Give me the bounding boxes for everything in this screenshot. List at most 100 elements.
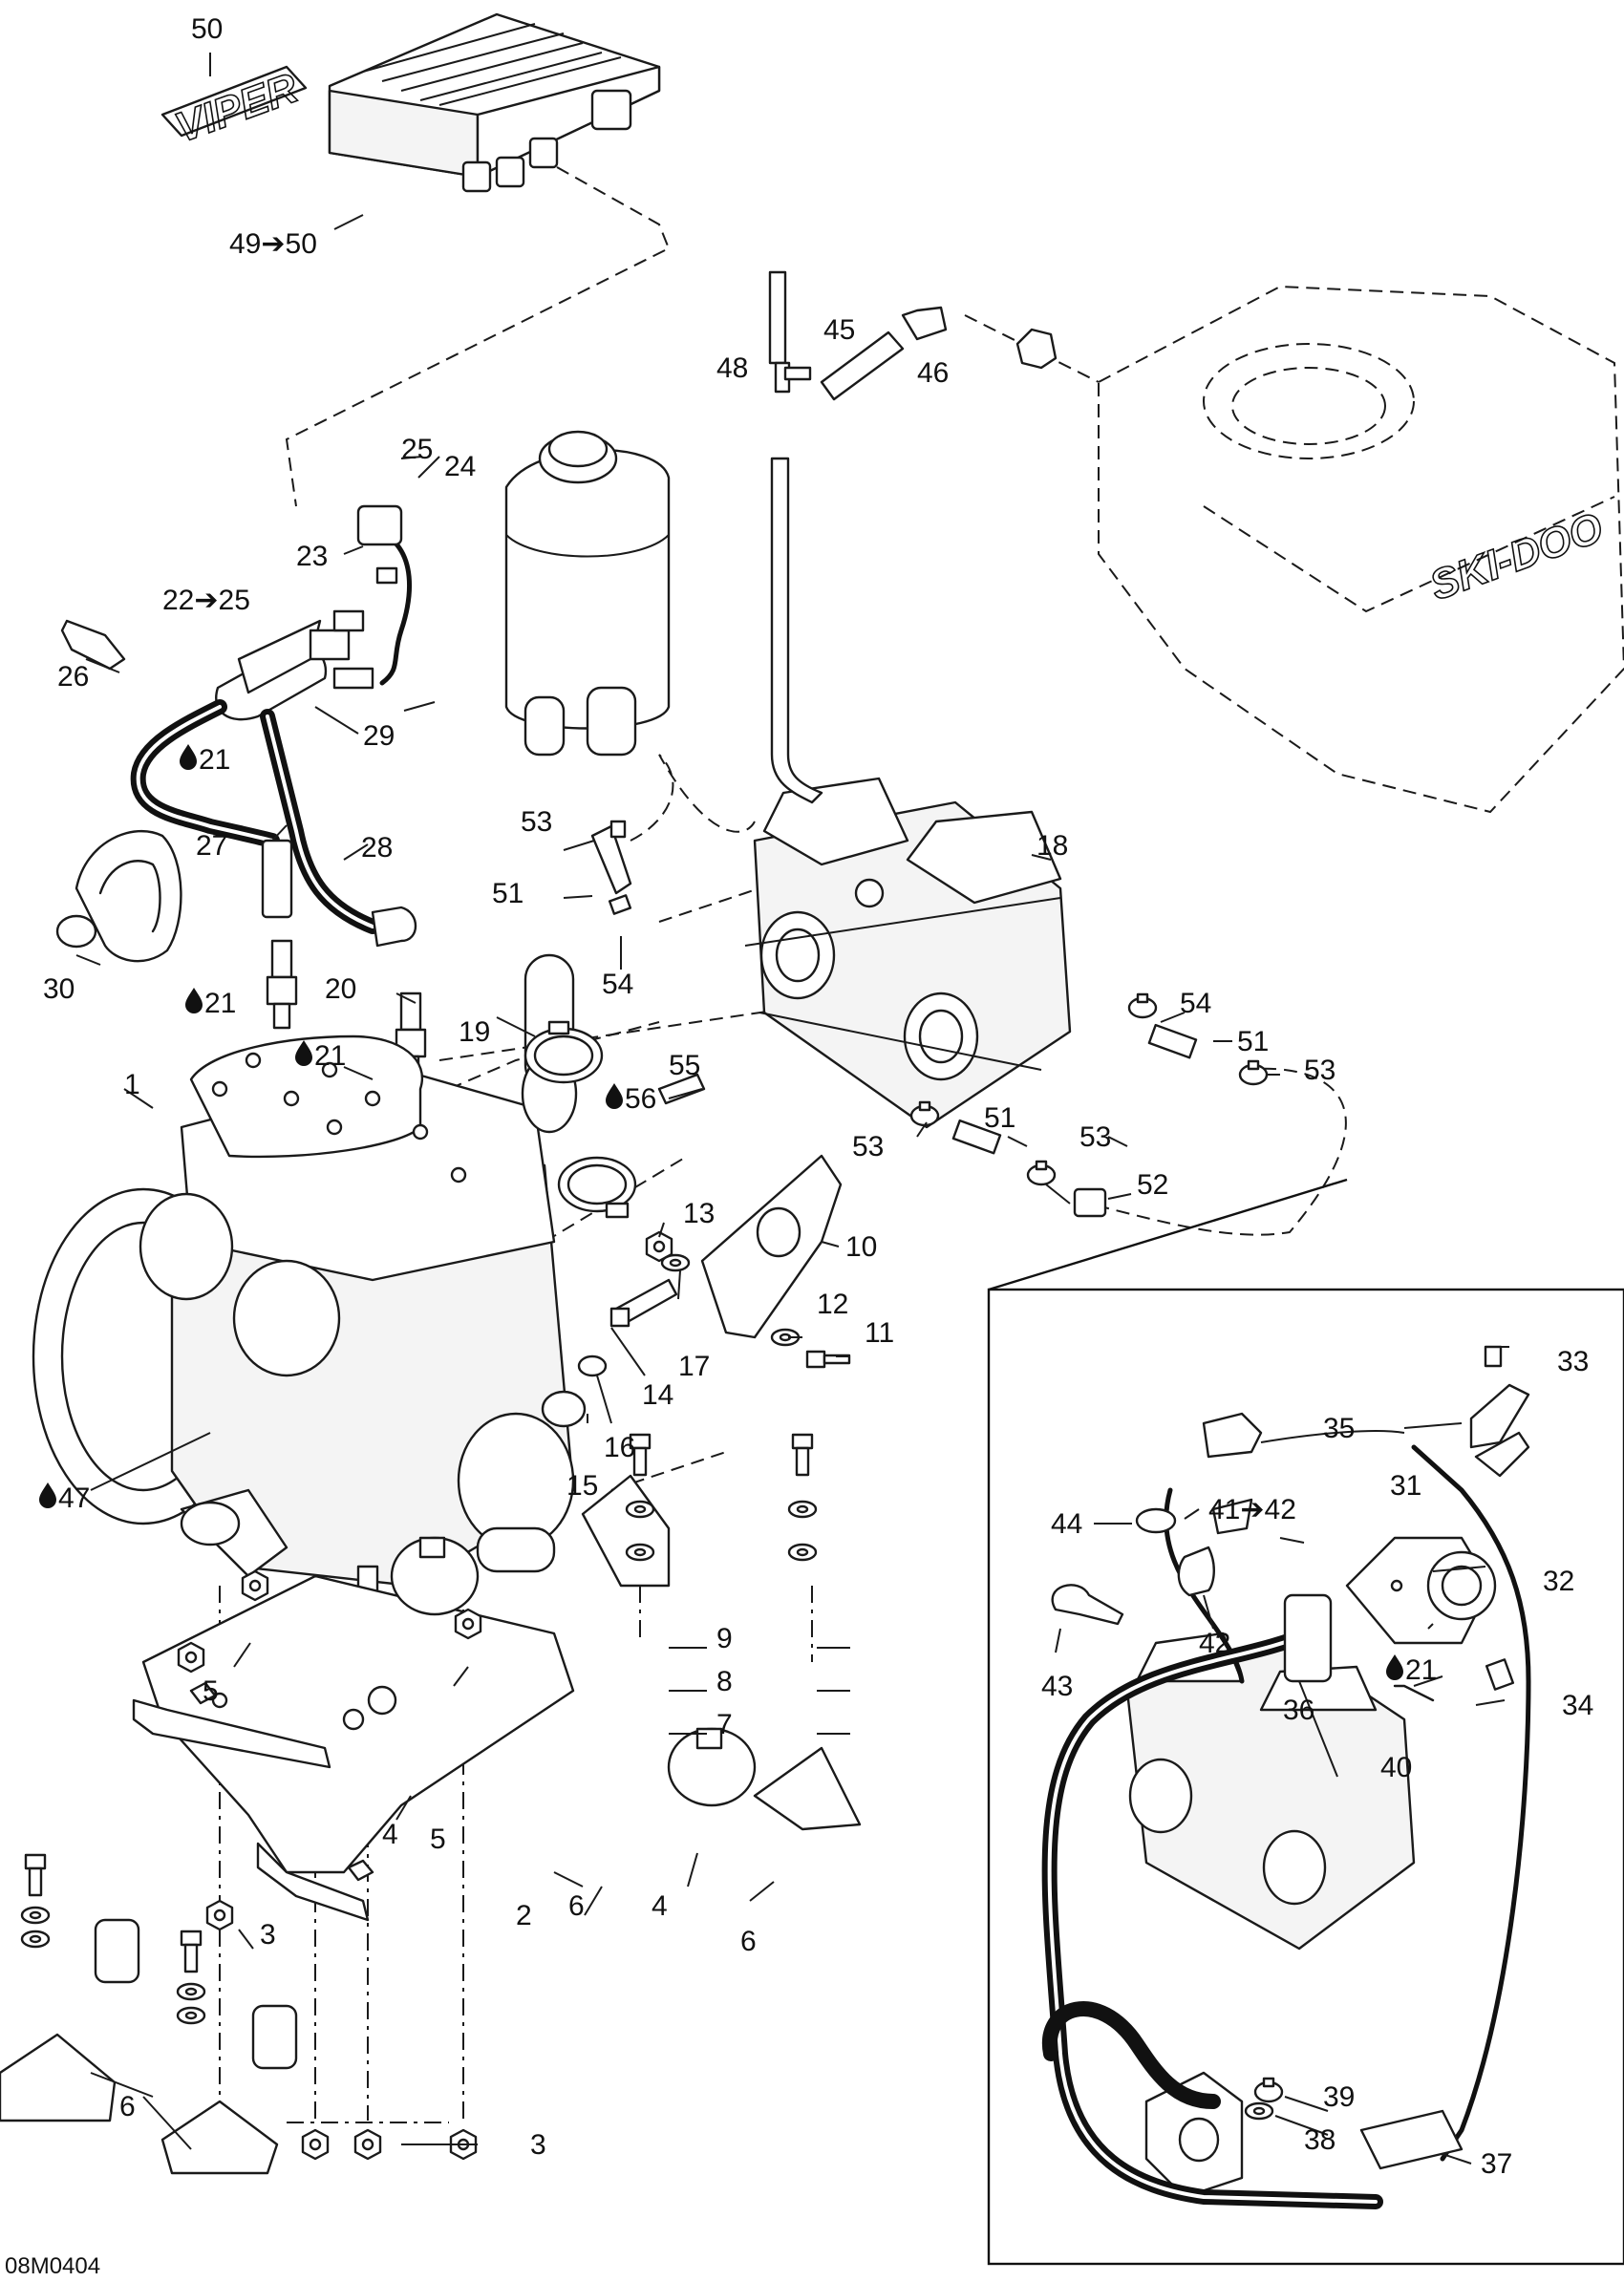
callout-19: 19 [459,1016,490,1048]
tps-cable [1041,1444,1531,2209]
lubricant-drop-icon [606,1083,623,1109]
inset-frame-diagonal [988,1178,1348,1291]
callout-54-right: 54 [1180,988,1211,1019]
clamps-19 [524,1020,637,1219]
rubber-isolators [94,1918,298,2070]
callout-20: 20 [325,973,356,1005]
callout-41-42: 41➔42 [1208,1494,1296,1525]
callout-7: 7 [716,1709,733,1740]
callout-21-plug: 21 [204,988,236,1019]
rubber-mounts-4 [390,1536,757,1807]
callout-13: 13 [683,1198,715,1229]
callout-11: 11 [865,1317,894,1349]
callout-40: 40 [1380,1752,1412,1783]
callout-42: 42 [1199,1628,1230,1659]
carburetor-assembly [744,777,1072,1129]
callout-54-top: 54 [602,969,633,1000]
spark-plug-wires [130,699,417,948]
lubricant-drop-icon [180,744,197,770]
coil-harness [356,504,413,686]
callout-labels: 50 49➔50 25 24 23 22➔25 26 29 21 27 28 3… [5,13,1593,2279]
callout-26: 26 [57,661,89,693]
callout-47: 47 [58,1482,90,1514]
callout-51-right: 51 [1237,1026,1269,1057]
callout-22-25: 22➔25 [162,585,250,616]
callout-5-mid: 5 [430,1823,446,1855]
callout-37: 37 [1481,2148,1512,2180]
engine-mount-plate [132,1574,575,1922]
oil-hoses [590,820,1269,1218]
cylinder-head-bolts [211,1052,467,1184]
callout-3-mid: 3 [260,1919,276,1951]
callout-50: 50 [191,13,223,45]
callout-56: 56 [625,1083,656,1115]
lubricant-drop-icon [39,1482,56,1508]
callout-24: 24 [444,451,476,482]
callout-6-right: 6 [740,1926,757,1957]
lubricant-drop-icon [185,988,203,1013]
callout-4-left: 4 [382,1819,398,1850]
callout-27: 27 [196,830,227,862]
callout-44: 44 [1051,1508,1082,1540]
callout-5-left: 5 [203,1675,219,1707]
callout-4-right: 4 [652,1890,668,1922]
callout-25: 25 [401,434,433,465]
engine-block [32,953,578,1611]
fuel-tank-outline: SKI-DOO [1098,285,1624,814]
svg-text:SKI-DOO: SKI-DOO [1424,504,1610,609]
callout-28: 28 [361,832,393,864]
callout-8: 8 [716,1666,733,1697]
callout-10: 10 [845,1231,877,1263]
callout-31: 31 [1390,1470,1421,1502]
callout-51-top: 51 [492,878,524,909]
lubricant-drop-icon [1386,1654,1403,1680]
callout-6-mid: 6 [568,1890,585,1922]
fuel-line [768,270,1058,804]
callout-3-bottom: 3 [530,2129,546,2161]
callout-29: 29 [363,720,395,752]
callout-53-top: 53 [521,806,552,838]
figure-code: 08M0404 [5,2253,100,2279]
callout-38: 38 [1304,2124,1336,2156]
callout-23: 23 [296,541,328,572]
callout-55: 55 [669,1050,700,1081]
callout-32: 32 [1543,1566,1574,1597]
callout-34: 34 [1562,1690,1593,1721]
callout-53-right: 53 [1304,1055,1336,1086]
ignition-coil [215,609,374,721]
tps-parts [1051,1345,1530,2121]
callout-45: 45 [823,314,855,346]
callout-21-plug2: 21 [314,1040,346,1072]
callout-15: 15 [566,1470,598,1502]
callout-48: 48 [716,352,748,384]
callout-9: 9 [716,1623,733,1654]
inset-frame [987,1288,1624,2266]
callout-43: 43 [1041,1671,1073,1702]
callout-30: 30 [43,973,75,1005]
callout-6-left: 6 [119,2091,136,2122]
callout-52: 52 [1137,1169,1168,1201]
callout-21-inset: 21 [1405,1654,1437,1686]
oil-reservoir [504,430,671,757]
svg-text:VIPER: VIPER [169,64,304,151]
callout-51-mid: 51 [984,1102,1015,1134]
callout-53-mid: 53 [1079,1121,1111,1153]
callout-49-50: 49➔50 [229,228,317,260]
callout-2: 2 [516,1900,532,1931]
primer-cap [55,830,182,963]
callout-36: 36 [1283,1695,1314,1726]
callout-18: 18 [1036,830,1068,862]
callout-16: 16 [604,1432,635,1463]
callout-33: 33 [1557,1346,1589,1377]
small-hardware [541,1073,851,1428]
callout-46: 46 [917,357,949,389]
callout-21-coil: 21 [199,744,230,776]
callout-leaders [75,53,1509,2165]
model-decal: VIPER [160,64,308,153]
callout-12: 12 [817,1289,848,1320]
callout-39: 39 [1323,2081,1355,2113]
callout-53-left: 53 [852,1131,884,1162]
callout-17: 17 [678,1351,710,1382]
callout-14: 14 [642,1379,673,1411]
